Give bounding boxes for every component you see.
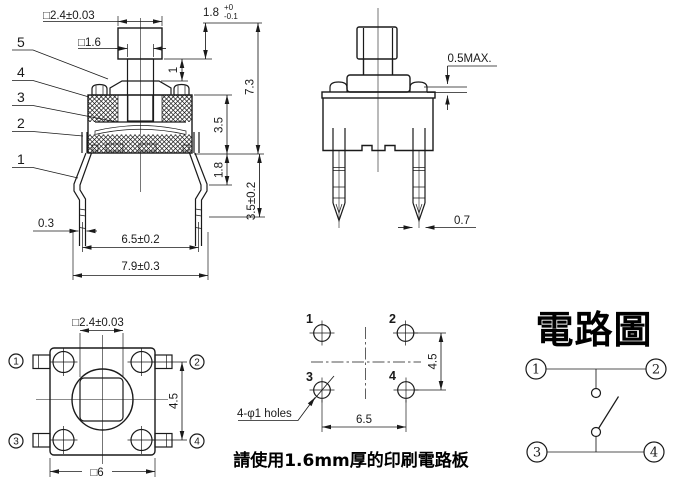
front-bump-left <box>91 83 108 96</box>
dim-leg-upper: 1.8 <box>214 162 226 178</box>
dim-total-height: 7.3 <box>245 79 257 95</box>
dim-top-stem: □2.4±0.03 <box>72 317 124 329</box>
top-view-dimensions: □2.4±0.03 4.5 □6 <box>49 317 187 479</box>
pcb-hole-3: 3 <box>306 370 313 384</box>
dim-stem-width: □1.6 <box>78 37 101 49</box>
top-view-terminal-markers: 1 2 3 4 <box>8 353 205 449</box>
top-view-crosshair <box>36 335 168 464</box>
leader-label-2: 2 <box>17 115 25 131</box>
front-section-view: 5 4 3 2 1 □2.4±0.03 □1.6 1.8 +0 -0.1 <box>12 3 265 280</box>
front-wall-right <box>162 95 192 122</box>
dim-leg-span: 6.5±0.2 <box>121 234 159 246</box>
dim-cap-height-tol-lower: -0.1 <box>224 12 238 21</box>
leader-label-1: 1 <box>17 151 25 167</box>
side-leg-left <box>332 128 346 228</box>
terminal-2: 2 <box>194 358 200 369</box>
pcb-holes-note: 4-φ1 holes <box>237 408 292 420</box>
side-ear-right <box>409 81 428 92</box>
pcb-holes: 1 2 3 4 <box>306 312 419 403</box>
front-bump-right <box>173 83 190 96</box>
pcb-board-note: 請使用1.6mm厚的印刷電路板 <box>233 450 470 471</box>
front-base-slot <box>182 144 190 152</box>
side-dimensions: 0.5MAX. 0.7 <box>398 53 497 230</box>
leader-label-5: 5 <box>17 34 25 50</box>
front-post-left <box>117 94 129 123</box>
front-stem <box>126 58 155 122</box>
terminal-1: 1 <box>13 357 19 368</box>
side-cap <box>356 26 398 60</box>
side-stem <box>362 59 394 75</box>
side-ear-left <box>329 81 348 92</box>
front-leg-right <box>188 132 208 246</box>
side-view: 0.5MAX. 0.7 <box>321 8 497 230</box>
dim-pcb-pitch-y: 4.5 <box>428 354 440 370</box>
front-base-slot <box>91 144 99 152</box>
terminal-3: 3 <box>13 437 19 448</box>
front-leg-left <box>73 132 93 246</box>
side-top-plate <box>321 91 436 99</box>
side-flange <box>346 74 411 93</box>
circuit-terminal-3: 3 <box>533 446 541 461</box>
dim-flange-gap: 0.5MAX. <box>448 53 492 65</box>
pcb-layout: 1 2 3 4 4.5 6.5 4-φ1 holes 請使用1.6mm厚的印刷電… <box>233 312 470 471</box>
front-base-slot <box>138 143 157 152</box>
circuit-switch-symbol <box>546 368 646 453</box>
top-view-corner-contacts <box>49 348 156 454</box>
leader-label-3: 3 <box>17 89 25 105</box>
circuit-contact-top <box>590 387 602 399</box>
circuit-diagram: 電路圖 1 2 3 4 <box>525 308 667 463</box>
pcb-hole-2: 2 <box>389 312 396 326</box>
top-view-stem-circle <box>71 368 134 431</box>
circuit-title: 電路圖 <box>535 308 652 352</box>
dim-overall-width: 7.9±0.3 <box>121 261 159 273</box>
dim-top-pitch: 4.5 <box>169 393 181 409</box>
side-leg-right <box>412 128 426 228</box>
pcb-dimensions: 4.5 6.5 4-φ1 holes <box>237 332 446 432</box>
terminal-4: 4 <box>194 437 200 448</box>
dim-top-body: □6 <box>90 467 103 479</box>
front-body-outline <box>87 94 193 154</box>
circuit-contact-bottom <box>590 426 602 438</box>
top-view: 1 2 3 4 □2.4±0.03 4.5 □6 <box>8 317 205 479</box>
dim-stem-exposed: 1 <box>168 67 180 73</box>
front-bump-right-detail <box>177 85 186 95</box>
front-base-slot <box>105 143 124 152</box>
dim-pcb-pitch-x: 6.5 <box>356 414 372 426</box>
front-part-leaders: 5 4 3 2 1 <box>12 34 118 179</box>
side-body <box>322 98 434 152</box>
circuit-terminal-4: 4 <box>650 446 658 461</box>
leader-label-4: 4 <box>17 64 25 80</box>
front-wall-left <box>88 95 118 122</box>
dim-cap-height-tol-upper: +0 <box>224 3 234 12</box>
front-dimensions: □2.4±0.03 □1.6 1.8 +0 -0.1 1 7.3 <box>33 3 265 280</box>
dim-cap-height: 1.8 <box>203 7 219 19</box>
dim-body-height: 3.5 <box>214 117 226 133</box>
pcb-hole-4: 4 <box>389 369 396 383</box>
circuit-terminal-2: 2 <box>652 363 660 378</box>
circuit-terminal-1: 1 <box>532 363 540 378</box>
front-cap <box>117 27 163 60</box>
top-view-body <box>49 347 156 456</box>
circuit-switch-lever <box>597 396 620 429</box>
dim-cap-width: □2.4±0.03 <box>43 10 95 22</box>
front-bump-left-detail <box>95 85 104 95</box>
top-view-stem-square <box>79 377 124 422</box>
dim-leg-thickness: 0.3 <box>38 218 54 230</box>
dim-leg-length: 3.5±0.2 <box>246 182 258 220</box>
pcb-hole-1: 1 <box>306 312 313 326</box>
dim-leg-width: 0.7 <box>454 215 470 227</box>
